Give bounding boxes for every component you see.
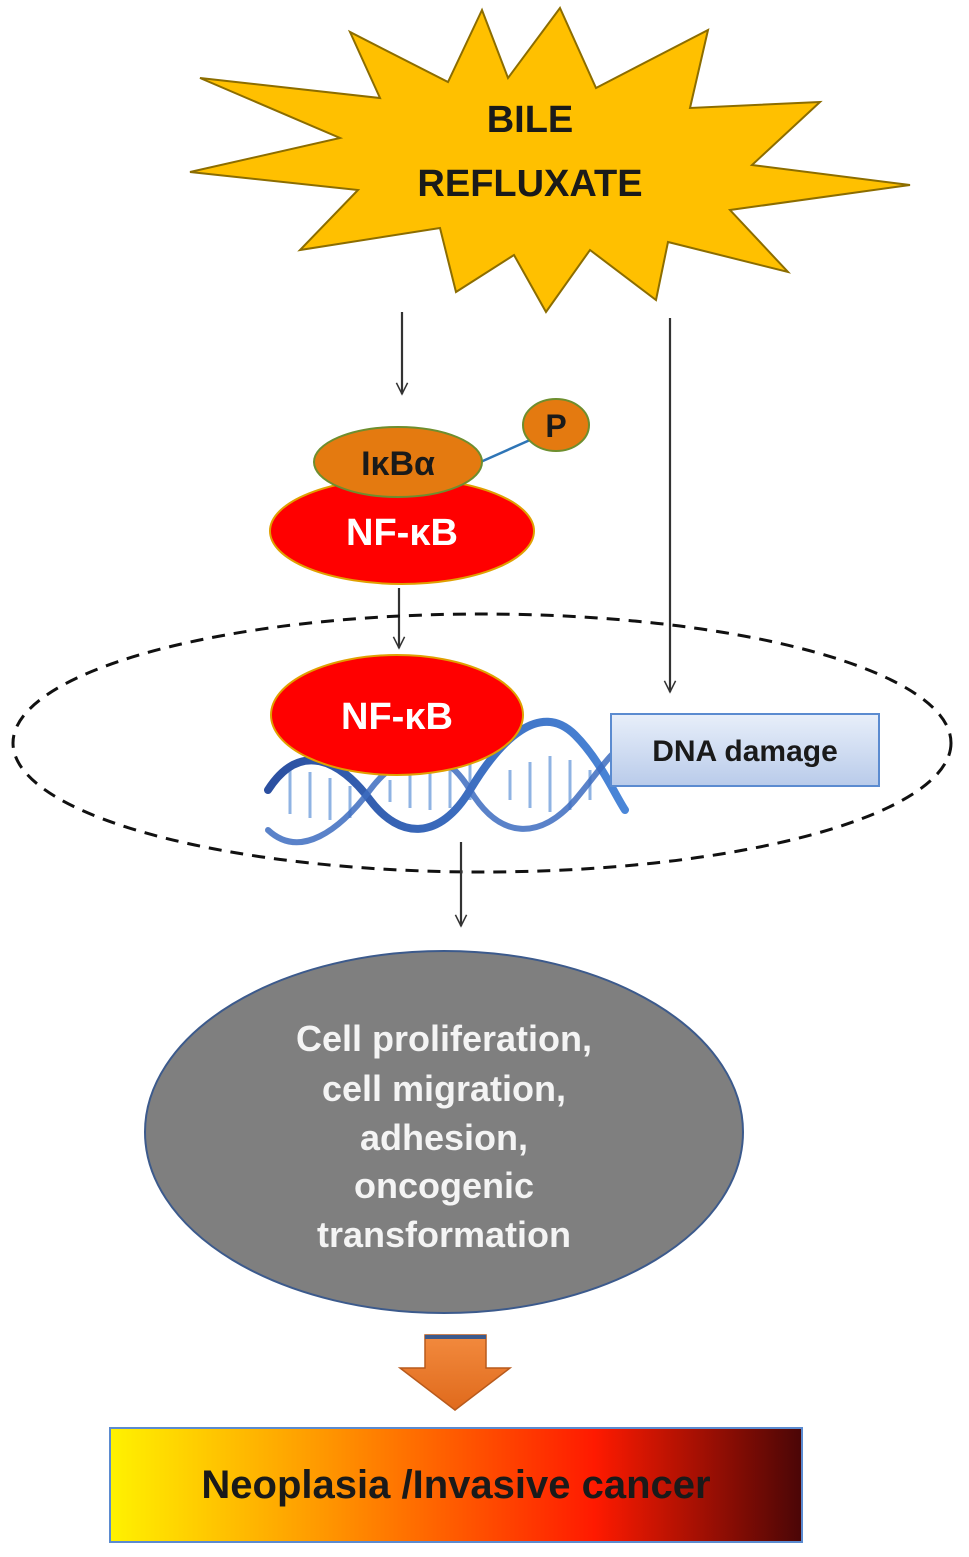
ikba-node bbox=[313, 426, 483, 498]
ikba-label: IκBα bbox=[361, 445, 435, 483]
bile-refluxate-starburst: BILE REFLUXATE bbox=[189, 6, 911, 314]
dna-damage-label: DNA damage bbox=[652, 735, 838, 768]
neoplasia-label: Neoplasia /Invasive cancer bbox=[201, 1463, 710, 1507]
nfkb-nucleus-node bbox=[270, 654, 524, 776]
outcome-line-5: transformation bbox=[317, 1214, 571, 1255]
dna-damage-box bbox=[610, 713, 880, 787]
stimulus-label-line2: REFLUXATE bbox=[417, 163, 642, 205]
nucleus-boundary bbox=[11, 612, 953, 874]
outcome-line-2: cell migration, bbox=[322, 1068, 566, 1109]
outcome-line-3: adhesion, bbox=[360, 1117, 528, 1158]
starburst-shape bbox=[189, 6, 911, 314]
phosphate-label: P bbox=[545, 408, 566, 444]
neoplasia-box bbox=[109, 1427, 803, 1543]
dna-strand-b bbox=[265, 742, 628, 846]
stimulus-label-line1: BILE bbox=[487, 99, 574, 141]
block-arrow-down bbox=[397, 1334, 513, 1411]
phosphate-node bbox=[522, 398, 590, 452]
cellular-outcomes-node bbox=[144, 950, 744, 1314]
nfkb-nucleus-label: NF-κB bbox=[341, 696, 453, 738]
outcome-line-1: Cell proliferation, bbox=[296, 1018, 592, 1059]
nfkb-cytoplasm-label: NF-κB bbox=[346, 512, 458, 554]
outcome-line-4: oncogenic bbox=[354, 1165, 534, 1206]
phospho-connector bbox=[475, 438, 531, 466]
